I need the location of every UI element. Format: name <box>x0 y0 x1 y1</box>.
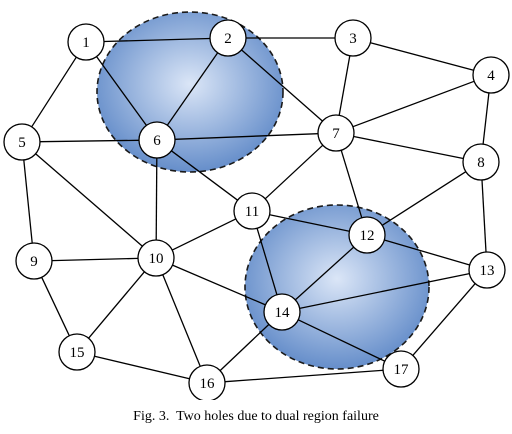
node-2: 2 <box>209 19 247 57</box>
edge-12-14 <box>294 246 355 301</box>
node-12: 12 <box>348 216 386 254</box>
edge-2-7 <box>241 49 323 122</box>
edge-9-10 <box>51 257 139 262</box>
node-circle <box>462 143 500 181</box>
edge-14-17 <box>297 319 386 362</box>
edge-4-8 <box>482 92 490 145</box>
edge-1-2 <box>103 37 211 43</box>
edge-11-14 <box>256 228 278 295</box>
edge-5-6 <box>39 139 140 143</box>
edge-4-7 <box>352 80 475 128</box>
node-label: 13 <box>480 263 495 279</box>
node-13: 13 <box>468 251 506 289</box>
edge-7-8 <box>353 135 464 160</box>
node-circle <box>188 364 226 400</box>
edge-13-14 <box>299 272 470 310</box>
node-14: 14 <box>263 293 301 331</box>
edge-6-10 <box>155 157 158 241</box>
edge-14-16 <box>219 323 270 372</box>
node-label: 5 <box>18 135 26 151</box>
node-circle <box>3 123 41 161</box>
node-circle <box>58 333 96 371</box>
node-label: 14 <box>275 305 291 321</box>
edge-7-11 <box>264 144 324 200</box>
edge-11-10 <box>171 218 237 251</box>
node-10: 10 <box>137 239 175 277</box>
edge-9-15 <box>41 277 70 336</box>
edge-13-17 <box>412 283 476 356</box>
node-circle <box>472 56 510 94</box>
node-label: 16 <box>200 376 216 392</box>
edge-1-5 <box>31 56 77 128</box>
node-circle <box>348 216 386 254</box>
node-label: 7 <box>332 126 340 142</box>
node-circle <box>334 19 372 57</box>
node-circle <box>468 251 506 289</box>
node-17: 17 <box>382 350 420 388</box>
edges-layer <box>23 37 490 383</box>
node-circle <box>209 19 247 57</box>
node-label: 6 <box>153 133 161 149</box>
node-label: 11 <box>245 204 259 220</box>
edge-10-16 <box>162 274 201 367</box>
node-3: 3 <box>334 19 372 57</box>
edge-8-12 <box>381 171 467 226</box>
node-11: 11 <box>233 192 271 230</box>
node-16: 16 <box>188 364 226 400</box>
node-circle <box>382 350 420 388</box>
node-label: 17 <box>394 362 410 378</box>
edge-3-7 <box>338 55 351 116</box>
edge-2-6 <box>166 52 219 126</box>
edge-1-6 <box>96 56 147 126</box>
edge-7-12 <box>340 150 363 218</box>
node-5: 5 <box>3 123 41 161</box>
node-label: 4 <box>487 68 495 84</box>
node-label: 10 <box>149 251 164 267</box>
node-9: 9 <box>15 242 53 280</box>
edge-12-13 <box>384 239 470 266</box>
edge-6-7 <box>174 133 319 140</box>
node-circle <box>137 239 175 277</box>
edge-8-13 <box>481 179 487 253</box>
node-label: 8 <box>477 155 485 171</box>
node-15: 15 <box>58 333 96 371</box>
node-circle <box>67 23 105 61</box>
node-6: 6 <box>138 121 176 159</box>
node-label: 3 <box>349 31 357 47</box>
node-circle <box>263 293 301 331</box>
node-1: 1 <box>67 23 105 61</box>
node-label: 12 <box>360 228 375 244</box>
figure-caption: Fig. 3. Two holes due to dual region fai… <box>133 409 379 424</box>
node-circle <box>233 192 271 230</box>
edge-6-11 <box>171 150 238 201</box>
node-8: 8 <box>462 143 500 181</box>
edge-5-9 <box>23 159 33 244</box>
node-circle <box>15 242 53 280</box>
edge-3-4 <box>370 42 474 71</box>
node-label: 15 <box>70 345 85 361</box>
node-7: 7 <box>317 114 355 152</box>
holes-layer <box>96 11 430 370</box>
node-label: 2 <box>224 31 232 47</box>
edge-10-14 <box>172 264 266 306</box>
edge-11-12 <box>269 214 350 232</box>
node-4: 4 <box>472 56 510 94</box>
node-label: 1 <box>82 35 90 51</box>
node-circle <box>317 114 355 152</box>
edge-16-17 <box>224 369 384 383</box>
edge-5-10 <box>35 153 143 247</box>
node-label: 9 <box>30 254 38 270</box>
node-circle <box>138 121 176 159</box>
edge-15-16 <box>94 355 190 380</box>
edge-10-15 <box>88 271 145 339</box>
